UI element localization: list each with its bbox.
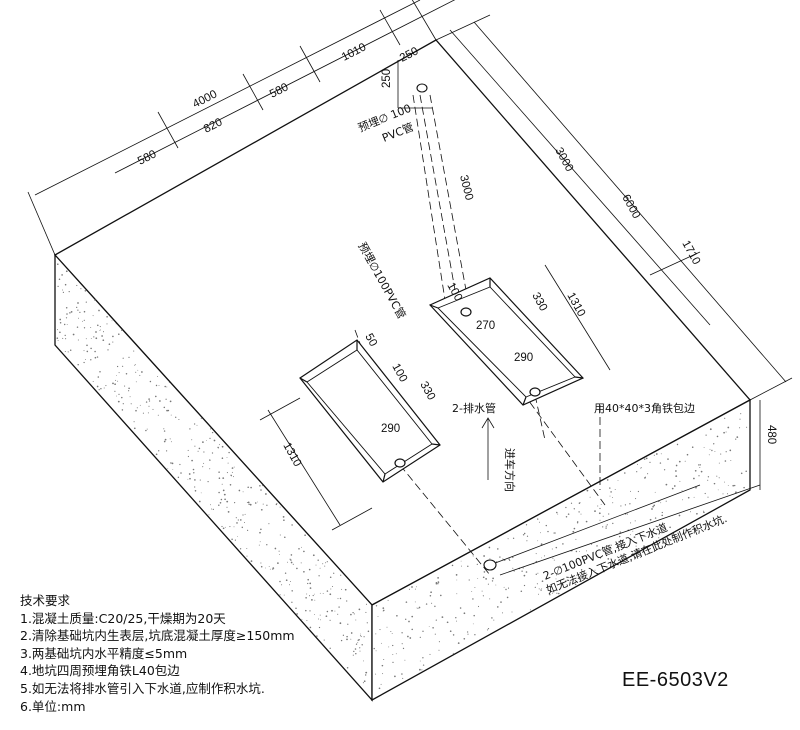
dimension-lines [27,0,793,576]
concrete-texture [56,263,748,690]
model-number: EE-6503V2 [622,669,729,691]
slab [53,39,752,702]
dim-580-a: 580 [136,148,159,167]
pipe-openings [416,83,497,571]
dim-480: 480 [765,425,777,444]
dim-pit-left-290: 290 [381,423,400,435]
note-item: 4.地坑四周预埋角铁L40包边 [20,663,180,679]
entry-direction-label: 进车方向 [503,448,517,492]
dim-250-corner: 250 [381,69,393,88]
note-item: 2.清除基础坑内生表层,坑底混凝土厚度≥150mm [20,628,295,644]
dim-pit-right-290: 290 [514,352,533,364]
pit-left [299,339,441,483]
note-item: 6.单位:mm [20,698,86,714]
notes-title: 技术要求 [20,593,71,608]
note-item: 3.两基础坑内水平精度≤5mm [20,645,188,661]
angle-iron-label: 用40*40*3角铁包边 [594,402,695,415]
note-item: 1.混凝土质量:C20/25,干燥期为20天 [20,610,226,626]
pit-right [428,277,585,406]
dim-pit-left-50: 50 [362,332,379,349]
dim-580-b: 580 [268,81,291,100]
note-item: 5.如无法将排水管引入下水道,应制作积水坑. [20,680,265,696]
dim-3000-right: 3000 [552,146,575,174]
technical-requirements: 技术要求 1.混凝土质量:C20/25,干燥期为20天 2.清除基础坑内生表层,… [20,592,295,715]
drain-label: 2-排水管 [452,401,496,415]
dim-1010: 1010 [340,41,368,63]
dim-pit-right-270: 270 [476,320,495,332]
dim-4000: 4000 [191,88,219,110]
dim-6000: 6000 [619,193,642,221]
